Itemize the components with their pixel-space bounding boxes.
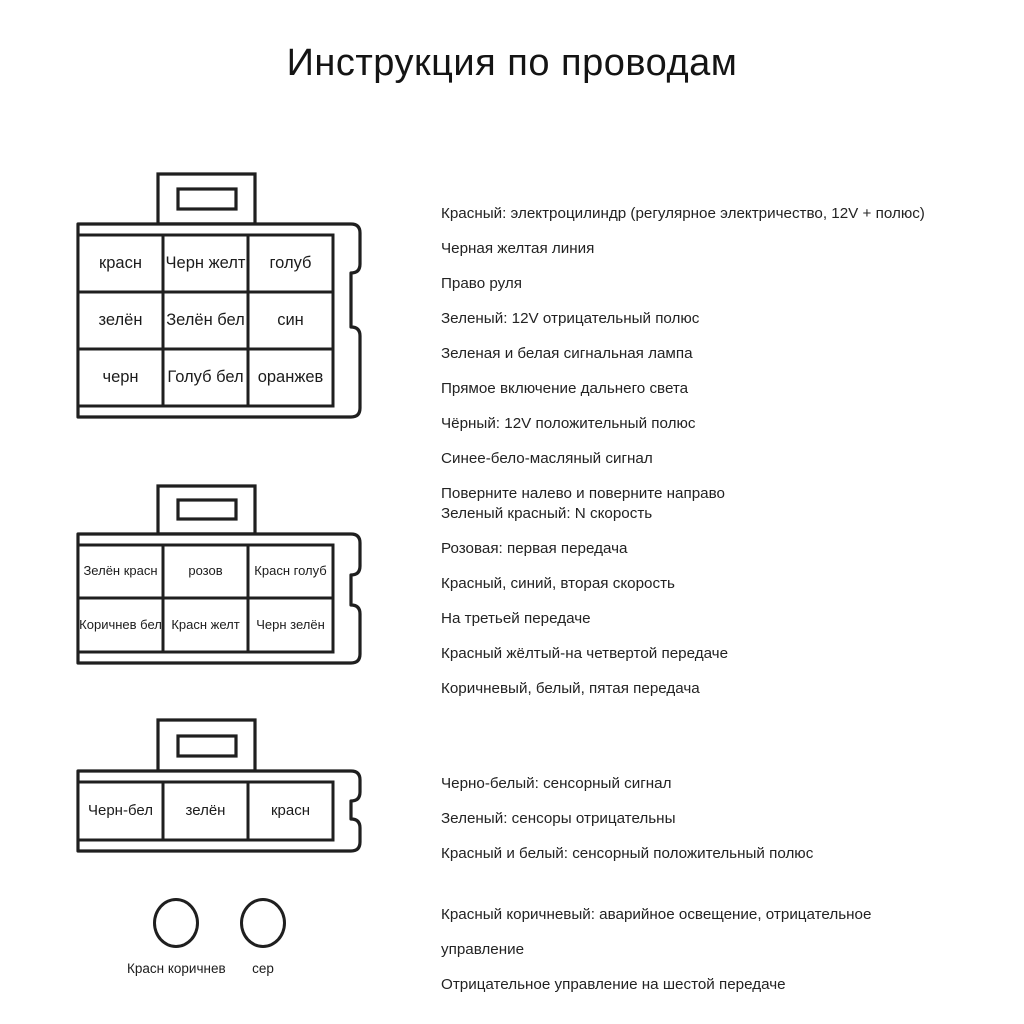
connector-3-outline <box>76 718 362 853</box>
desc-block-3-line-1: Черно-белый: сенсорный сигнал <box>441 775 672 792</box>
connector-2-latch-slot <box>176 498 238 521</box>
connector-1-outline <box>76 172 362 419</box>
desc-block-4-line-1: Красный коричневый: аварийное освещение,… <box>441 906 872 958</box>
desc-block-2-line-3: Красный, синий, вторая скорость <box>441 575 675 592</box>
connector-3-diagram: Черн-бел зелён красн <box>75 718 370 858</box>
desc-block-1: Красный: электроцилиндр (регулярное элек… <box>441 196 1016 511</box>
desc-block-1-line-3: Право руля <box>441 275 522 292</box>
desc-block-4-line-2: Отрицательное управление на шестой перед… <box>441 976 786 993</box>
connector-2-diagram: Зелён красн розов Красн голуб Коричнев б… <box>75 484 370 674</box>
page-title: Инструкция по проводам <box>286 42 738 84</box>
desc-block-3: Черно-белый: сенсорный сигнал Зеленый: с… <box>441 766 1016 871</box>
desc-block-2-line-4: На третьей передаче <box>441 610 591 627</box>
round-connector-1-label: Красн коричнев <box>127 961 226 976</box>
desc-block-1-line-7: Чёрный: 12V положительный полюс <box>441 415 696 432</box>
desc-block-2: Зеленый красный: N скорость Розовая: пер… <box>441 496 1016 706</box>
connector-1-pin-grid <box>76 233 335 408</box>
desc-block-1-line-4: Зеленый: 12V отрицательный полюс <box>441 310 700 327</box>
connector-2-outline <box>76 484 362 665</box>
round-connector-2-circle-icon <box>240 898 286 948</box>
connector-3-latch-slot <box>176 734 238 758</box>
round-connector-1-circle-icon <box>153 898 200 948</box>
desc-block-1-line-2: Черная желтая линия <box>441 240 595 257</box>
desc-block-2-line-2: Розовая: первая передача <box>441 540 628 557</box>
desc-block-3-line-3: Красный и белый: сенсорный положительный… <box>441 845 814 862</box>
desc-block-4: Красный коричневый: аварийное освещение,… <box>441 897 951 1002</box>
desc-block-2-line-5: Красный жёлтый-на четвертой передаче <box>441 645 729 662</box>
desc-block-1-line-6: Прямое включение дальнего света <box>441 380 689 397</box>
round-connector-2: сер <box>240 898 286 976</box>
desc-block-1-line-8: Синее-бело-масляный сигнал <box>441 450 653 467</box>
round-connector-2-label: сер <box>252 961 274 976</box>
desc-block-1-line-1: Красный: электроцилиндр (регулярное элек… <box>441 205 925 222</box>
round-connector-1: Красн коричнев <box>127 898 226 976</box>
connector-3-pin-grid <box>76 780 335 842</box>
connector-1-diagram: красн Черн желт голуб зелён Зелён бел си… <box>75 172 370 430</box>
desc-block-1-line-9: Поверните налево и поверните направо <box>441 485 725 502</box>
desc-block-2-line-6: Коричневый, белый, пятая передача <box>441 680 700 697</box>
desc-block-3-line-2: Зеленый: сенсоры отрицательны <box>441 810 676 827</box>
desc-block-2-line-1: Зеленый красный: N скорость <box>441 505 653 522</box>
connector-1-latch-slot <box>176 187 238 211</box>
desc-block-1-line-5: Зеленая и белая сигнальная лампа <box>441 345 693 362</box>
